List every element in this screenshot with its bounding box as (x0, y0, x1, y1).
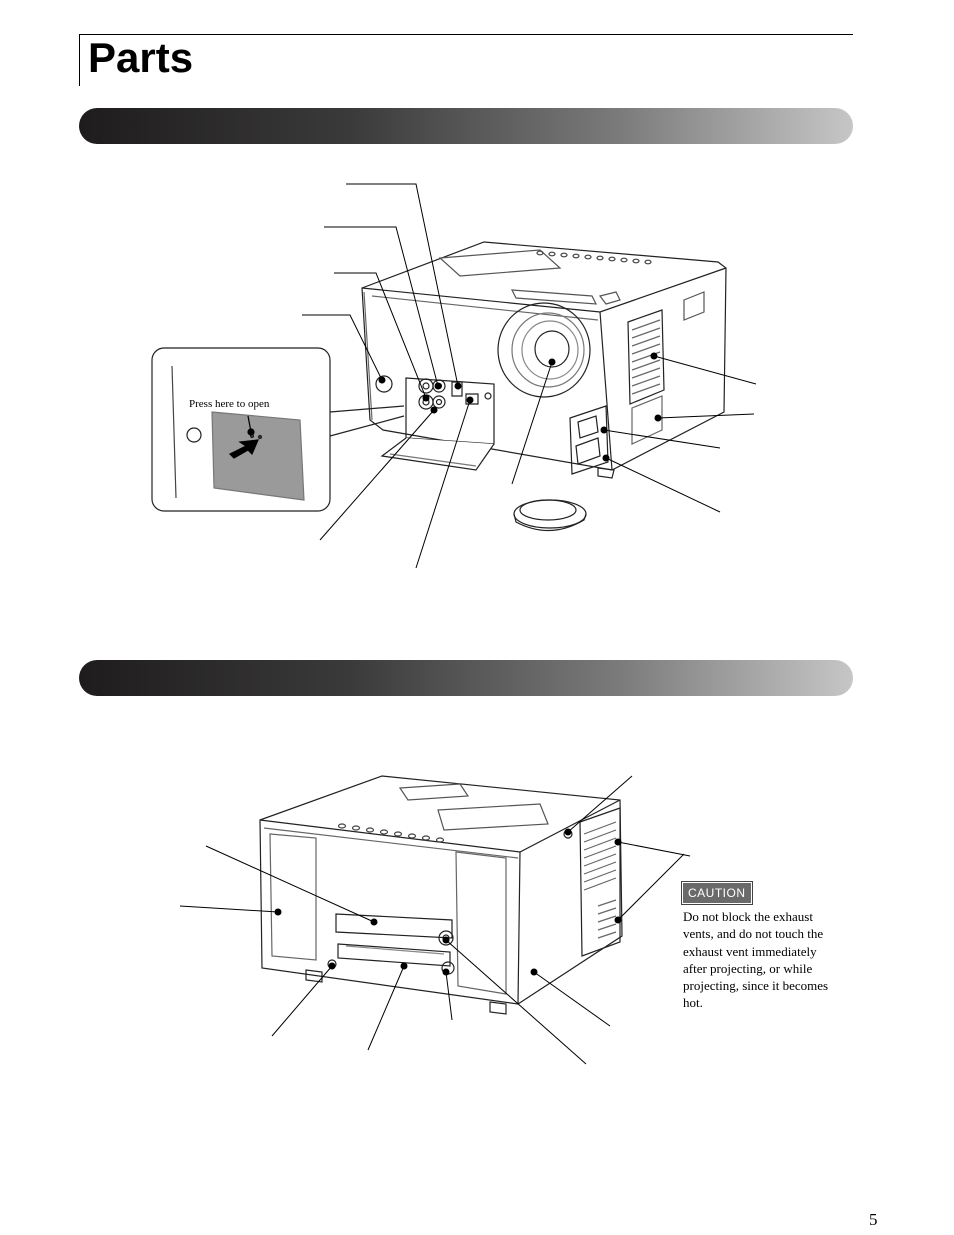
section-header-bar-rear (79, 660, 853, 696)
caution-text: Do not block the exhaust vents, and do n… (683, 909, 829, 1011)
page-number: 5 (869, 1210, 878, 1229)
projector-body-rear (259, 775, 623, 1015)
title-rule (79, 34, 853, 35)
title-rule-left (79, 34, 80, 86)
section-header-bar-front (79, 108, 853, 144)
projector-body-front (361, 241, 727, 479)
press-here-label: Press here to open (189, 398, 270, 410)
caution-badge: CAUTION (681, 881, 753, 905)
page-title: Parts (88, 34, 194, 81)
lens-cap (513, 499, 587, 532)
cover-inset-box (151, 347, 331, 512)
